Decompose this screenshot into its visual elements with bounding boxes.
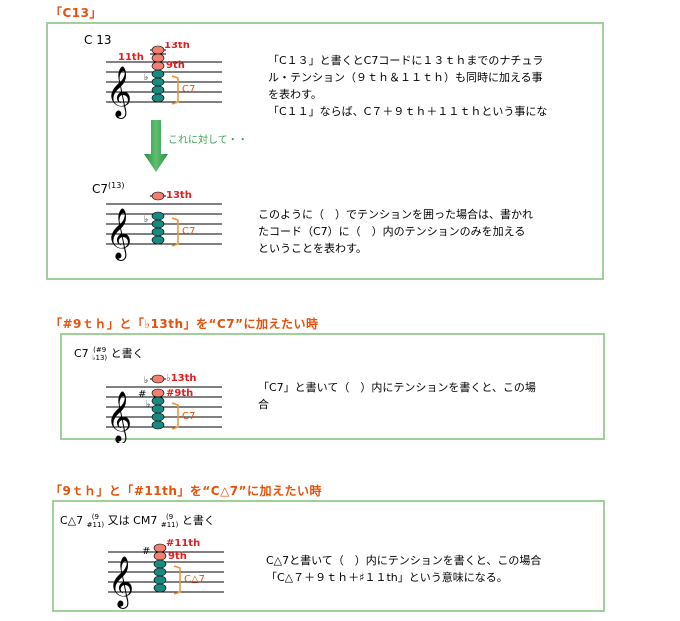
section3-para-line2: 「C△７＋９ｔｈ＋♯１１th」という意味になる。 (266, 571, 508, 584)
arrow-caption: これに対して・・ (168, 135, 248, 146)
section1-heading: 「C13」 (50, 6, 103, 20)
section1-para-line4: 「C１１」ならば、C７＋９ｔｈ＋１１ｔｈという事にな (268, 105, 548, 118)
svg-text:𝄞: 𝄞 (108, 556, 134, 609)
section2-para-line2: 合 (258, 398, 269, 411)
label-13th-2: 13th (166, 190, 192, 201)
section3-para-line1: C△7と書いて（ ）内にテンションを書くと、この場合 (266, 554, 542, 567)
section1-para-line3: を表わす。 (268, 88, 322, 101)
section1-para-line2: ル・テンション（９ｔｈ＆１１ｔｈ）も同時に加える事 (268, 71, 543, 84)
svg-text:𝄞: 𝄞 (106, 208, 132, 261)
down-arrow-icon (144, 120, 168, 172)
svg-text:#: # (138, 389, 146, 400)
section3-chord-label: C△7 (9#11) 又は CM7 (9#11) と書く (60, 513, 215, 529)
label-11th: 11th (118, 52, 144, 63)
section2-box: C7 (#9♭13) と書く 𝄞 ♭ # ♭ ♭13th #9th C7 「C7… (60, 333, 605, 443)
svg-text:𝄞: 𝄞 (106, 391, 132, 443)
staff-c7-s9-b13: 𝄞 ♭ # ♭ ♭13th #9th C7 (106, 373, 222, 443)
section1-para2-line3: ということを表わす。 (258, 242, 367, 255)
label-13th: 13th (164, 42, 190, 51)
label-b13th: ♭13th (166, 373, 197, 384)
section1-para2-line1: このように（ ）でテンションを囲った場合は、書かれ (258, 208, 533, 221)
svg-text:#: # (142, 546, 150, 557)
staff-c7-13: 𝄞 ♭ 13th C7 (106, 190, 222, 261)
label-cmaj7: C△7 (184, 574, 205, 585)
label-c7-2: C7 (182, 226, 195, 237)
staff-cmaj7-9-s11: 𝄞 # #11th 9th C△7 (108, 538, 224, 609)
section2-para-line1: 「C7」と書いて（ ）内にテンションを書くと、この場 (258, 381, 536, 394)
svg-text:♭: ♭ (144, 73, 148, 83)
section2-chord-label: C7 (#9♭13) と書く (74, 346, 144, 362)
label-s9th: #9th (166, 388, 193, 399)
section1-box: C 13 𝄞 ♭ 11th 13th 9th C7 「C１３」と書くとC7コー (46, 22, 604, 280)
section1-chord-label-2: C7(13) (92, 181, 125, 196)
label-s11th: #11th (166, 538, 200, 549)
svg-text:♭: ♭ (146, 400, 150, 410)
svg-text:♭: ♭ (144, 215, 148, 225)
svg-text:♭: ♭ (144, 376, 148, 386)
section1-chord-label: C 13 (84, 33, 112, 47)
section3-box: C△7 (9#11) 又は CM7 (9#11) と書く 𝄞 # #11th 9… (52, 500, 605, 612)
section3-heading: 「9ｔｈ」と「#11th」を“C△7”に加えたい時 (50, 484, 323, 498)
label-c7: C7 (182, 84, 195, 95)
section2-heading: 「#9ｔｈ」と「♭13th」を“C7”に加えたい時 (50, 317, 319, 331)
label-9th-3: 9th (168, 551, 187, 562)
staff-c13: 𝄞 ♭ 11th 13th 9th C7 (106, 42, 222, 119)
label-9th: 9th (166, 60, 185, 71)
section1-para2-line2: たコード（C7）に（ ）内のテンションのみを加える (258, 225, 526, 238)
section1-para-line1: 「C１３」と書くとC7コードに１３ｔｈまでのナチュラ (268, 54, 544, 67)
label-c7-3: C7 (182, 411, 195, 422)
svg-text:𝄞: 𝄞 (106, 66, 132, 119)
